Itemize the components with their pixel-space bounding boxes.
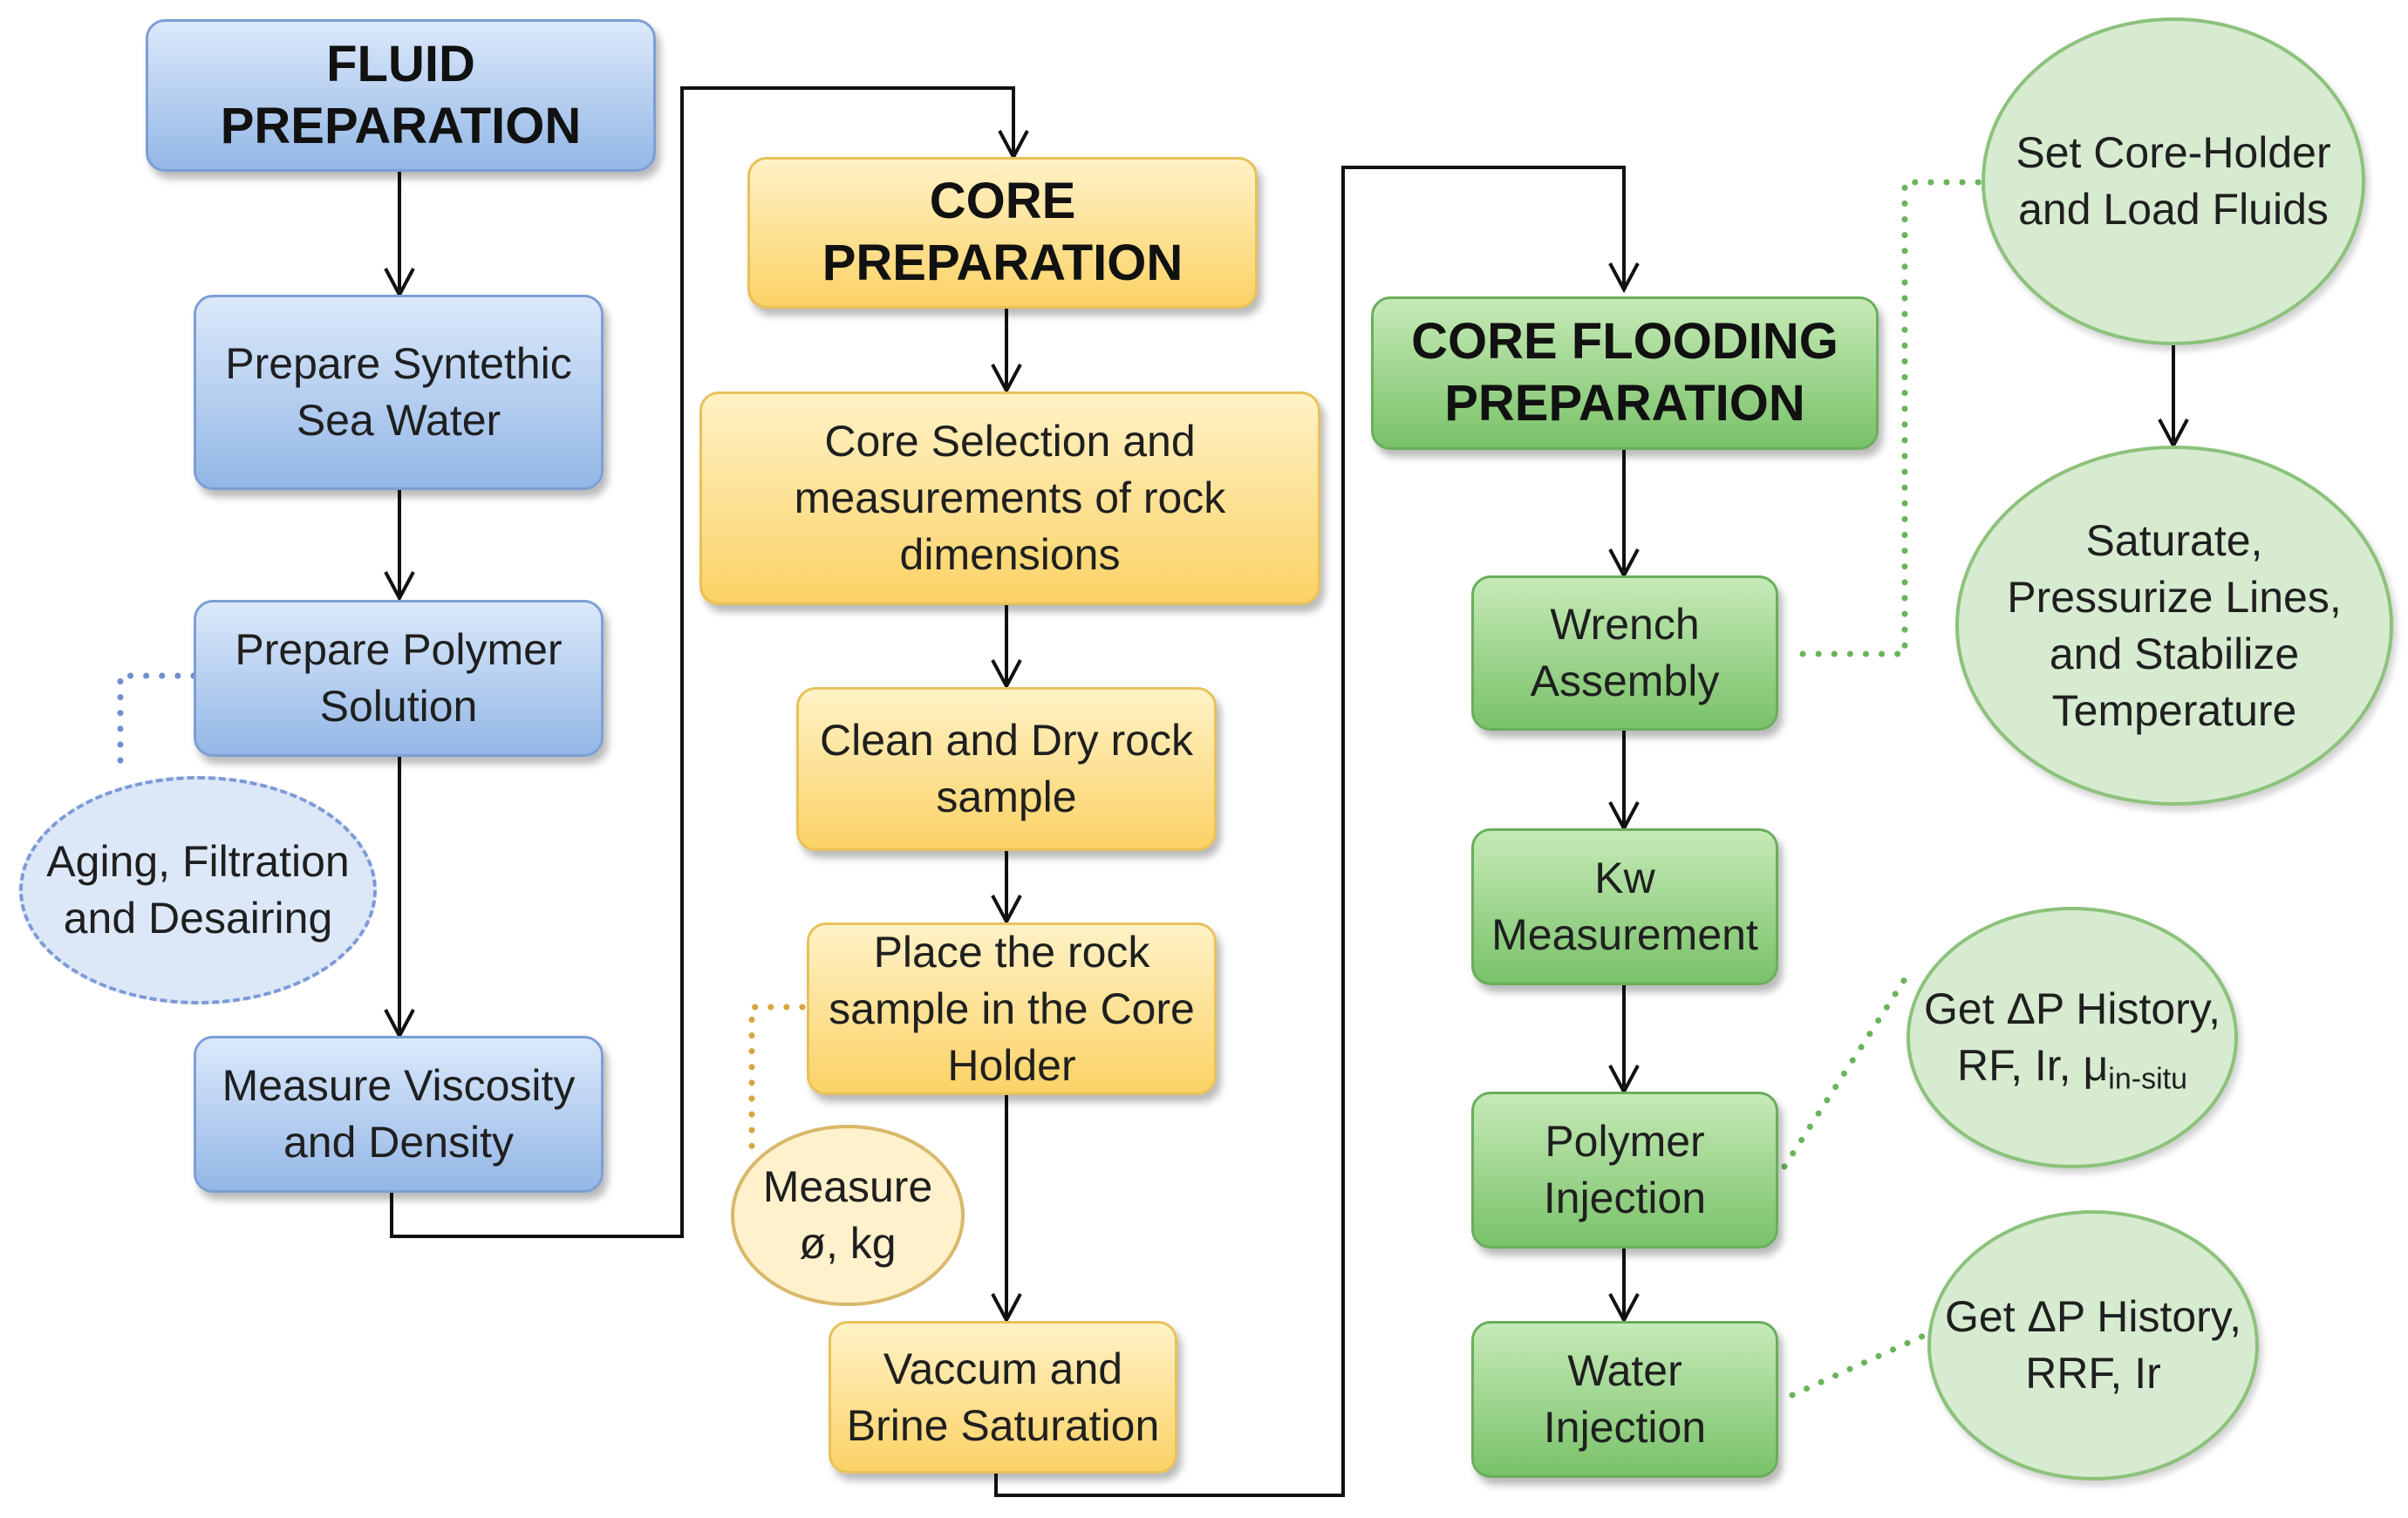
step-text-line: Measure Viscosity (222, 1061, 576, 1110)
note-text-line: and Desairing (63, 894, 333, 943)
step-text-line: Sea Water (296, 396, 501, 445)
note-text-line: Set Core-Holder (2016, 128, 2331, 177)
connector-core-to-flooding-head (1608, 262, 1640, 294)
core-preparation-header: CORE PREPARATION (747, 157, 1258, 309)
arrow-polymer-to-water-head (1608, 1293, 1640, 1324)
step-text-line: Kw (1594, 854, 1655, 902)
note-text-line: ø, kg (799, 1219, 897, 1268)
note-saturate-pressurize-stabilize: Saturate, Pressurize Lines, and Stabiliz… (1955, 446, 2393, 806)
step-measure-viscosity-density: Measure Viscosity and Density (194, 1036, 604, 1193)
arrow-selection-to-clean-head (991, 659, 1022, 691)
note-set-core-holder-load-fluids: Set Core-Holder and Load Fluids (1982, 17, 2365, 345)
fluid-preparation-title-line1: FLUID (326, 35, 475, 92)
arrow-core-title-to-selection-head (991, 364, 1022, 395)
step-text-line: Solution (319, 682, 478, 731)
note-text-line: Measure (762, 1162, 933, 1211)
step-text-line: dimensions (899, 530, 1121, 579)
step-text-line: Place the rock (873, 927, 1150, 977)
arrow-seawater-to-polymer-head (384, 571, 415, 602)
core-preparation-title-line1: CORE (929, 173, 1076, 230)
fluid-preparation-title-line2: PREPARATION (220, 97, 582, 154)
step-text-line: Holder (947, 1040, 1076, 1090)
note-aging-filtration-desairing: Aging, Filtration and Desairing (19, 776, 377, 1004)
step-prepare-sea-water: Prepare Syntethic Sea Water (194, 295, 604, 490)
dotted-link-place-to-measure (748, 1004, 806, 1150)
note-text-fragment: RF, Ir, μ (1957, 1041, 2109, 1090)
note-text-line: Pressurize Lines, (2007, 572, 2342, 622)
subscript-in-situ: in-situ (2108, 1062, 2187, 1096)
step-text-line: Clean and Dry rock (820, 716, 1193, 765)
step-text-line: Prepare Polymer (235, 625, 563, 674)
note-text-line: and Load Fluids (2018, 185, 2329, 234)
step-clean-dry-sample: Clean and Dry rock sample (796, 687, 1217, 851)
dotted-link-water-injection-to-result (1789, 1331, 1931, 1399)
note-text-line: Get ΔP History, (1945, 1292, 2241, 1341)
step-text-line: Prepare Syntethic (225, 339, 572, 388)
arrow-place-to-vaccum-head (991, 1293, 1022, 1324)
step-text-line: Measurement (1491, 910, 1758, 959)
dotted-link-polymer-injection-to-result (1781, 973, 1910, 1170)
note-text-line: and Stabilize (2049, 629, 2300, 678)
step-text-line: Brine Saturation (846, 1400, 1160, 1450)
step-water-injection: Water Injection (1471, 1321, 1778, 1478)
step-vaccum-brine-saturation: Vaccum and Brine Saturation (829, 1321, 1177, 1474)
step-text-line: Water (1567, 1346, 1682, 1395)
step-text-line: Vaccum and (883, 1344, 1123, 1393)
step-text-line: Core Selection and (824, 417, 1196, 466)
step-wrench-assembly: Wrench Assembly (1471, 575, 1778, 731)
step-text-line: Assembly (1530, 657, 1720, 705)
step-core-selection: Core Selection and measurements of rock … (699, 391, 1320, 605)
note-text-line: Aging, Filtration (46, 837, 350, 886)
core-flooding-preparation-header: CORE FLOODING PREPARATION (1371, 296, 1879, 450)
core-flooding-title-line2: PREPARATION (1444, 375, 1805, 432)
step-kw-measurement: Kw Measurement (1471, 828, 1778, 985)
note-text-line: Get ΔP History, (1924, 984, 2220, 1033)
step-text-line: measurements of rock (794, 473, 1226, 522)
connector-core-to-flooding (994, 166, 1626, 1497)
note-text-line-with-subscript: RF, Ir, μin-situ (1957, 1038, 2187, 1094)
step-text-line: Injection (1543, 1403, 1707, 1452)
arrow-clean-to-place-head (991, 895, 1022, 926)
step-text-line: Injection (1543, 1174, 1707, 1222)
step-place-sample-core-holder: Place the rock sample in the Core Holder (807, 922, 1217, 1095)
step-text-line: sample (936, 773, 1077, 821)
note-text-line: Saturate, (2085, 515, 2263, 565)
core-flooding-title-line1: CORE FLOODING (1411, 313, 1838, 371)
note-measure-porosity-kg: Measure ø, kg (731, 1125, 965, 1306)
dotted-link-polymer-solution-to-aging (117, 672, 197, 766)
fluid-preparation-header: FLUID PREPARATION (146, 19, 656, 172)
note-text-line: Temperature (2051, 685, 2297, 735)
step-text-line: and Density (283, 1118, 515, 1167)
note-polymer-injection-results: Get ΔP History, RF, Ir, μin-situ (1907, 907, 2238, 1168)
note-text-line: RRF, Ir (2025, 1349, 2161, 1398)
step-text-line: sample in the Core (829, 984, 1195, 1033)
step-prepare-polymer-solution: Prepare Polymer Solution (194, 600, 604, 757)
note-water-injection-results: Get ΔP History, RRF, Ir (1927, 1210, 2259, 1481)
connector-fluid-to-core (390, 86, 1015, 1238)
step-text-line: Wrench (1550, 600, 1700, 649)
step-text-line: Polymer (1545, 1117, 1705, 1166)
step-polymer-injection: Polymer Injection (1471, 1092, 1778, 1249)
core-preparation-title-line2: PREPARATION (822, 235, 1184, 291)
